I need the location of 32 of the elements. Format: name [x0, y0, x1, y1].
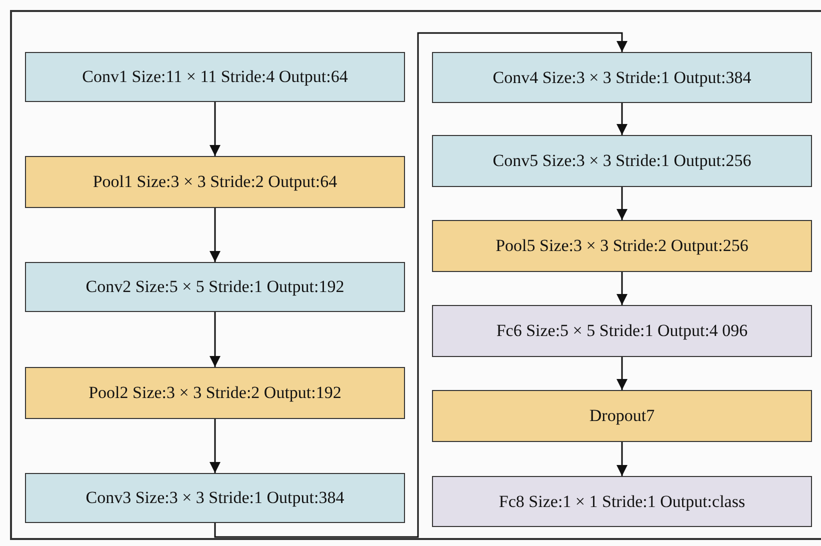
arrow [210, 102, 220, 156]
layer-label: Conv5 Size:3 × 3 Stride:1 Output:256 [492, 150, 752, 172]
layer-box [432, 390, 812, 442]
layer-box [25, 52, 405, 102]
layer-box [432, 52, 812, 103]
arrow [210, 419, 220, 473]
layer-label: Fc6 Size:5 × 5 Stride:1 Output:4 096 [496, 320, 748, 342]
arrow [616, 103, 628, 135]
layer-box [432, 476, 812, 527]
layer-label: Dropout7 [589, 405, 655, 428]
layer-box [432, 135, 812, 187]
layer-label: Pool5 Size:3 × 3 Stride:2 Output:256 [496, 235, 748, 258]
layer-box [432, 220, 812, 272]
layer-box [25, 156, 405, 208]
arrow [214, 32, 628, 538]
arrow [210, 312, 220, 367]
arrow [616, 442, 628, 476]
layer-label: Pool2 Size:3 × 3 Stride:2 Output:192 [88, 382, 342, 404]
layer-label: Conv2 Size:5 × 5 Stride:1 Output:192 [86, 276, 344, 298]
layer-box [25, 473, 405, 523]
layer-label: Conv1 Size:11 × 11 Stride:4 Output:64 [82, 66, 348, 88]
layer-label: Conv3 Size:3 × 3 Stride:1 Output:384 [86, 487, 344, 510]
arrow [616, 357, 628, 390]
layer-label: Conv4 Size:3 × 3 Stride:1 Output:384 [492, 66, 752, 89]
arrow [616, 187, 628, 220]
layer-box [25, 262, 405, 312]
arrow [616, 272, 628, 305]
arrow [210, 208, 220, 262]
layer-box [25, 367, 405, 419]
layer-label: Fc8 Size:1 × 1 Stride:1 Output:class [498, 490, 746, 513]
layer-box [432, 305, 812, 357]
layer-label: Pool1 Size:3 × 3 Stride:2 Output:64 [92, 171, 338, 194]
